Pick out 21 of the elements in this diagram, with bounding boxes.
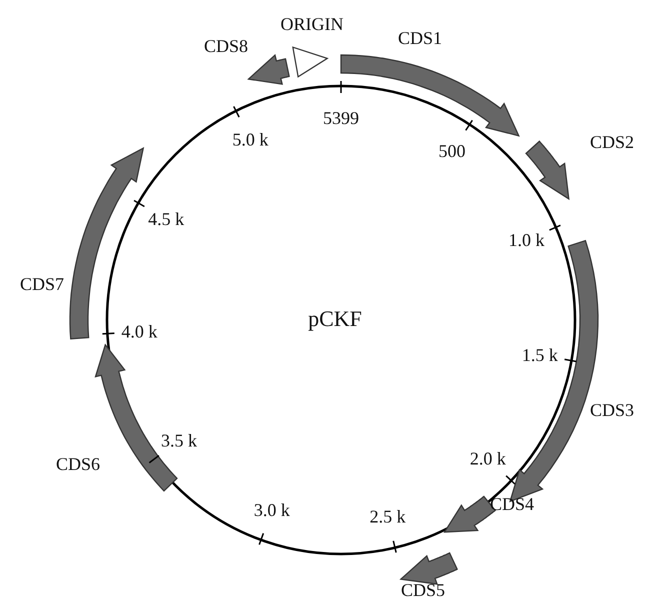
tick-label: 1.5 k [522, 345, 558, 366]
tick-label: 500 [438, 141, 466, 162]
tick-label: 1.0 k [508, 230, 544, 250]
gene-label: CDS6 [56, 454, 100, 474]
gene-label: CDS3 [590, 400, 634, 420]
gene-label: ORIGIN [280, 14, 344, 34]
tick-label: 4.0 k [121, 322, 158, 342]
gene-label: CDS1 [398, 28, 442, 48]
plasmid-name: pCKF [308, 306, 362, 331]
tick-label: 3.0 k [254, 500, 290, 520]
tick-label: 2.5 k [370, 506, 406, 527]
tick-label: 3.5 k [160, 430, 197, 451]
tick-label: 4.5 k [148, 209, 184, 229]
gene-label: CDS8 [204, 36, 248, 56]
tick-label: 5.0 k [232, 129, 268, 150]
gene-label: CDS2 [590, 132, 634, 152]
gene-label: CDS7 [20, 274, 64, 294]
gene-label: CDS5 [401, 580, 445, 600]
tick-label: 2.0 k [470, 448, 506, 469]
tick-label: 5399 [323, 108, 359, 128]
gene-label: CDS4 [490, 494, 534, 514]
